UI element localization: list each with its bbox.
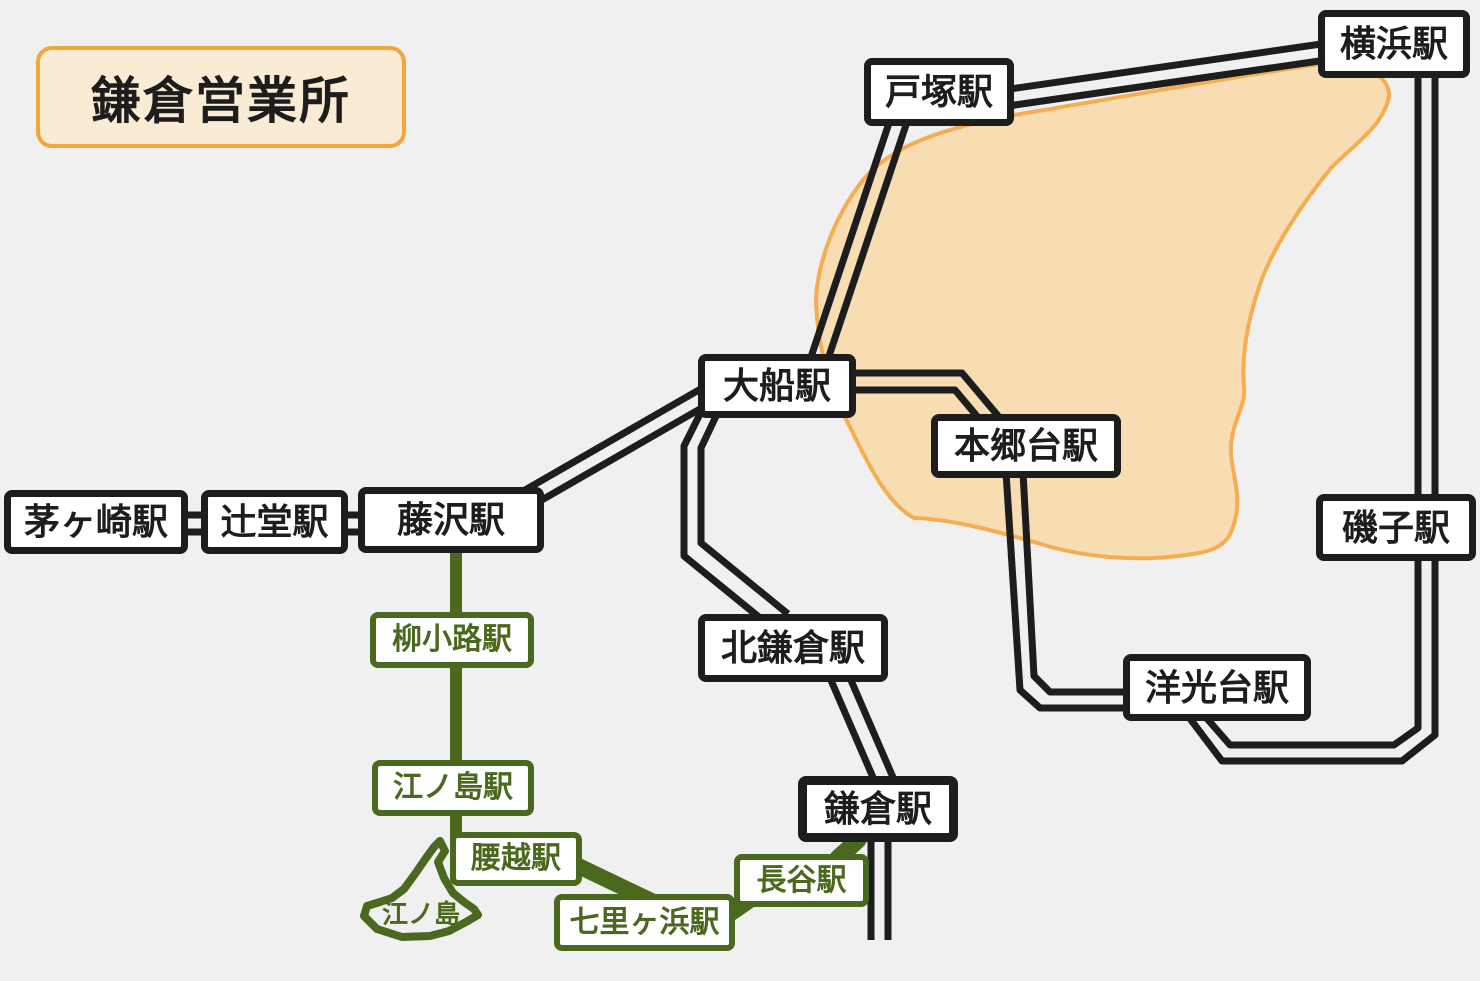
station-label-ofuna: 大船駅	[698, 354, 856, 418]
station-label-kitakamakura: 北鎌倉駅	[698, 614, 888, 682]
rail-ofuna-kitakamakura	[680, 412, 791, 629]
station-label-enoshima: 江ノ島駅	[372, 760, 534, 816]
station-label-totsuka: 戸塚駅	[864, 58, 1014, 126]
station-label-yokohama: 横浜駅	[1318, 10, 1470, 78]
station-label-chigasaki: 茅ヶ崎駅	[4, 490, 188, 554]
rail-yokohama-isogo	[1414, 70, 1439, 505]
enoshima-island-label: 江ノ島	[381, 898, 460, 929]
enoshima-island-outline	[360, 837, 482, 941]
rail-kitakamakura-kamakura	[826, 676, 899, 784]
rail-totsuka-yokohama	[1000, 38, 1336, 111]
station-label-koshigoe: 腰越駅	[450, 832, 582, 886]
station-label-hongodai: 本郷台駅	[931, 414, 1121, 478]
station-label-yokodai: 洋光台駅	[1123, 654, 1311, 721]
rail-ofuna-totsuka	[806, 118, 910, 367]
station-label-fujisawa: 藤沢駅	[358, 487, 544, 553]
rail-hongodai-yokodai	[1002, 471, 1130, 712]
station-label-tsujido: 辻堂駅	[201, 490, 348, 554]
rail-isogo-yokodai	[1185, 555, 1439, 765]
station-label-yanagikoji: 柳小路駅	[370, 612, 534, 668]
rail-kamakura-south	[867, 835, 892, 940]
station-label-isogo: 磯子駅	[1316, 494, 1476, 561]
station-label-hase: 長谷駅	[734, 854, 869, 907]
station-label-shichirigahama: 七里ヶ浜駅	[554, 894, 735, 951]
rail-fujisawa-ofuna	[504, 379, 721, 520]
station-label-kamakura: 鎌倉駅	[798, 776, 958, 842]
map-title: 鎌倉営業所	[36, 46, 406, 148]
